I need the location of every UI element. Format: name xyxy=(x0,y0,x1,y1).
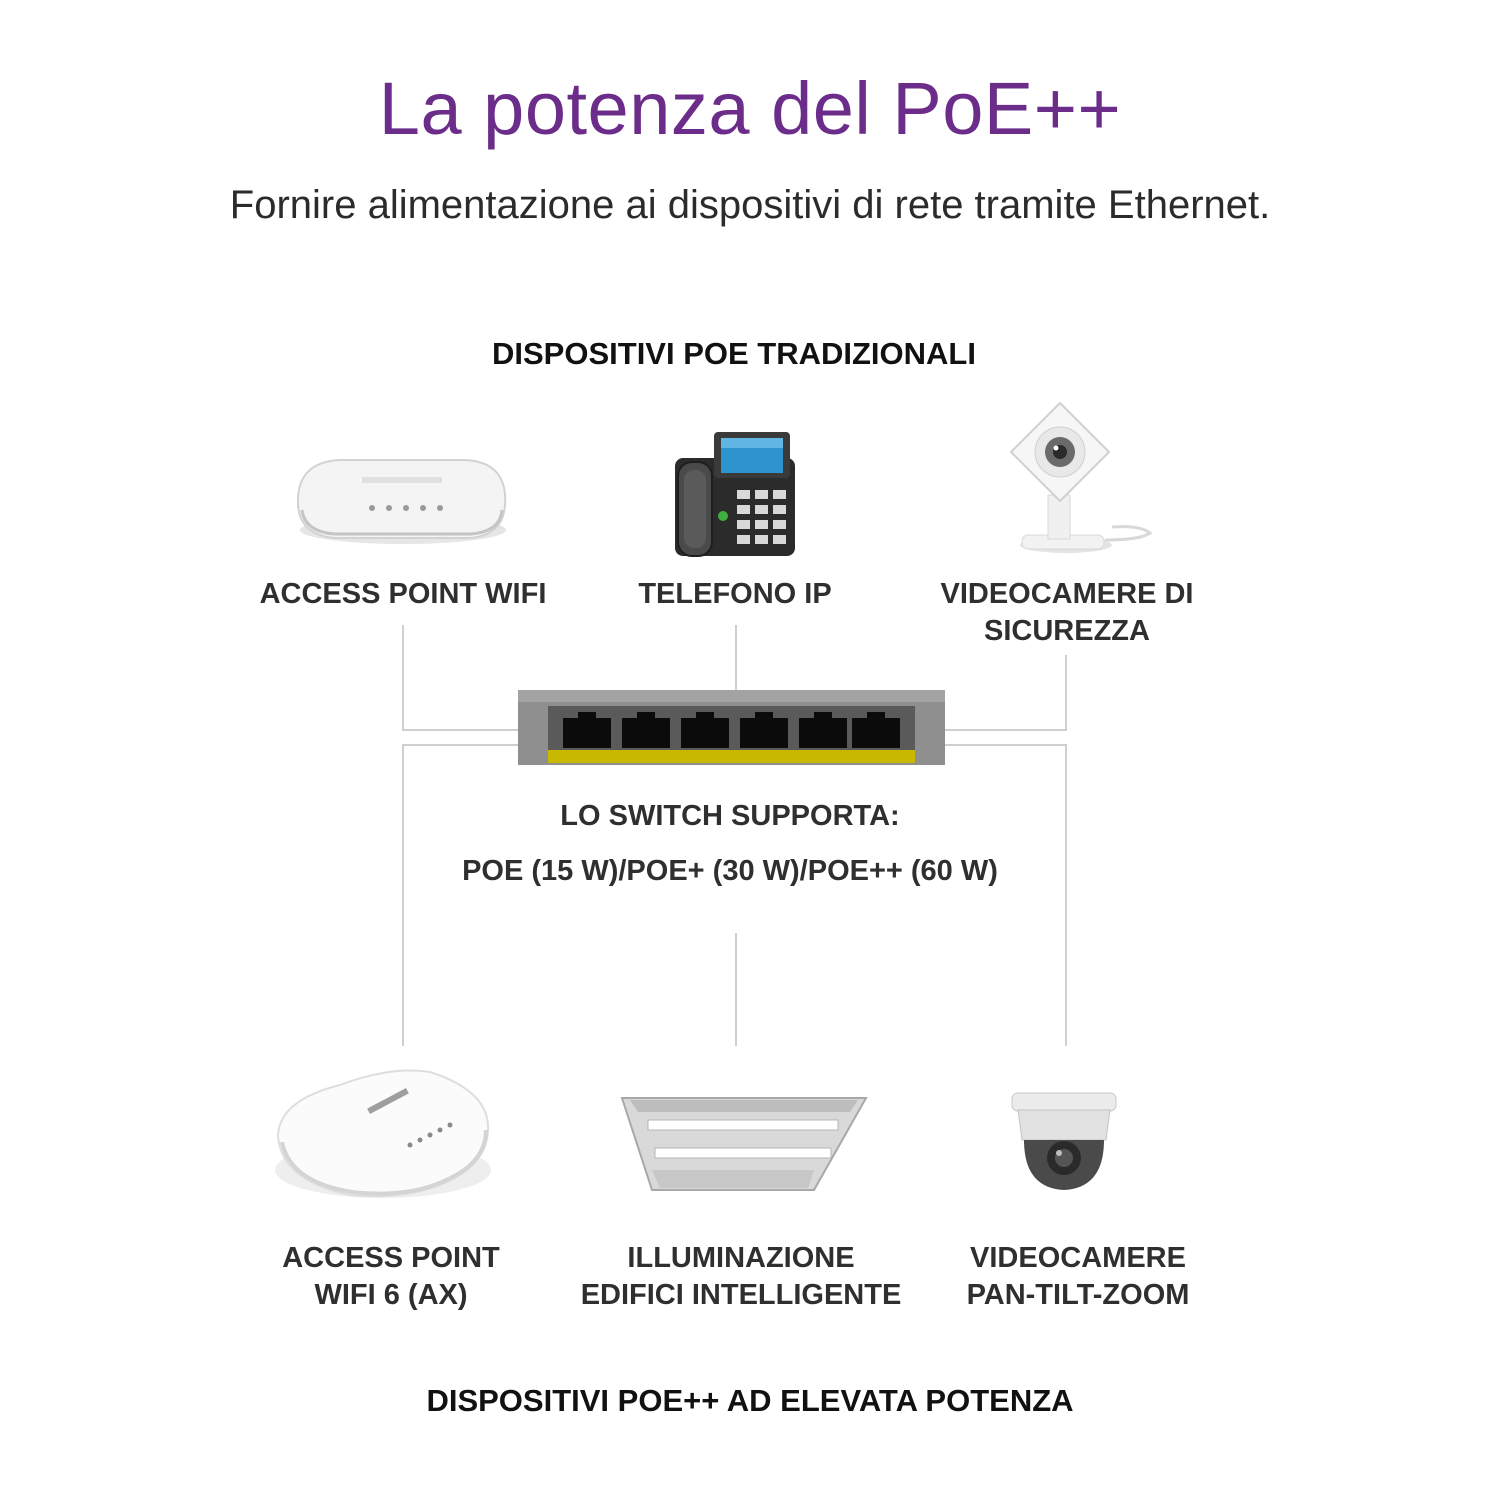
label-line-1: VIDEOCAMERE DI xyxy=(940,578,1194,610)
switch-support-values: POE (15 W)/POE+ (30 W)/POE++ (60 W) xyxy=(462,855,998,887)
ptz-camera-icon xyxy=(1011,1092,1117,1190)
label-line: ACCESS POINT WIFI xyxy=(259,578,547,610)
label-line-2: SICUREZZA xyxy=(984,615,1150,647)
switch-port-4 xyxy=(740,712,788,748)
page-title: La potenza del PoE++ xyxy=(378,67,1122,150)
label-wifi6-access-point: ACCESS POINT WIFI 6 (AX) xyxy=(191,1240,591,1314)
line-wifi-ap-to-switch xyxy=(402,625,520,731)
traditional-devices-heading: DISPOSITIVI POE TRADIZIONALI xyxy=(492,336,976,371)
label-line-2: PAN-TILT-ZOOM xyxy=(966,1279,1190,1311)
label-smart-lighting: ILLUMINAZIONE EDIFICI INTELLIGENTE xyxy=(541,1240,941,1314)
label-line-2: EDIFICI INTELLIGENTE xyxy=(580,1279,902,1311)
wifi6-access-point-icon xyxy=(275,1069,491,1198)
label-line: TELEFONO IP xyxy=(638,578,832,610)
switch-ports xyxy=(563,712,900,748)
line-camera-to-switch xyxy=(945,655,1067,731)
label-security-camera: VIDEOCAMERE DI SICUREZZA xyxy=(867,576,1267,650)
ip-phone-icon xyxy=(675,432,795,557)
switch-port-3 xyxy=(681,712,729,748)
switch-port-6 xyxy=(852,712,900,748)
switch-port-1 xyxy=(563,712,611,748)
label-line-1: VIDEOCAMERE xyxy=(970,1242,1186,1274)
line-switch-to-ptz xyxy=(945,744,1067,1046)
line-switch-to-wifi6 xyxy=(402,744,520,1046)
label-ip-phone: TELEFONO IP xyxy=(535,576,935,613)
smart-lighting-icon xyxy=(620,1097,868,1191)
page-subtitle: Fornire alimentazione ai dispositivi di … xyxy=(229,183,1271,227)
label-line-1: ACCESS POINT xyxy=(282,1242,500,1274)
switch-port-2 xyxy=(622,712,670,748)
poe-switch-icon xyxy=(518,690,945,765)
label-ptz-camera: VIDEOCAMERE PAN-TILT-ZOOM xyxy=(878,1240,1278,1314)
security-camera-icon xyxy=(1010,402,1153,553)
connector-lines xyxy=(402,625,1067,1046)
switch-port-5 xyxy=(799,712,847,748)
label-wifi-access-point: ACCESS POINT WIFI xyxy=(203,576,603,613)
label-line-1: ILLUMINAZIONE xyxy=(627,1242,855,1274)
wifi-access-point-icon xyxy=(296,459,507,544)
switch-support-title: LO SWITCH SUPPORTA: xyxy=(560,800,900,832)
label-line-2: WIFI 6 (AX) xyxy=(314,1279,468,1311)
high-power-devices-heading: DISPOSITIVI POE++ AD ELEVATA POTENZA xyxy=(426,1383,1074,1418)
